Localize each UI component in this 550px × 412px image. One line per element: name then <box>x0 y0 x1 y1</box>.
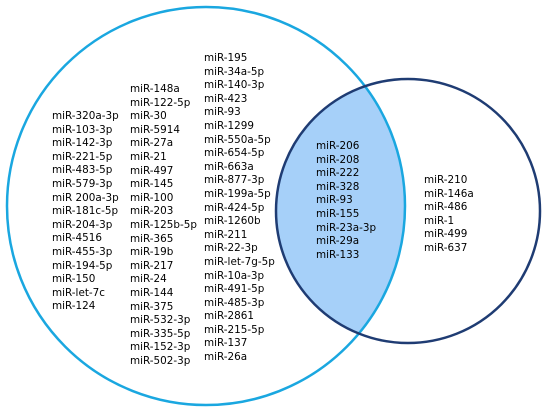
mirna-label: miR-152-3p <box>130 341 191 354</box>
mirna-label: miR-22-3p <box>204 242 258 255</box>
mirna-label: miR-148a <box>130 83 180 95</box>
mirna-label: miR-140-3p <box>204 79 265 92</box>
mirna-label: miR-222 <box>316 167 360 180</box>
mirna-label: miR-491-5p <box>204 283 265 296</box>
mirna-label: miR-150 <box>52 273 96 286</box>
mirna-label: miR-486 <box>424 201 468 214</box>
mirna-label: miR-let-7c <box>52 286 105 299</box>
mirna-label: miR-155 <box>316 207 360 220</box>
mirna-label: miR-194-5p <box>52 259 113 272</box>
mirna-label: miR-375 <box>130 300 174 313</box>
mirna-label: miR-103-3p <box>52 123 113 136</box>
mirna-label: miR-579-3p <box>52 177 113 190</box>
mirna-label: miR-5914 <box>130 123 180 136</box>
mirna-label: miR-424-5p <box>204 201 265 214</box>
mirna-label: miR-26a <box>204 351 248 364</box>
mirna-label: miR-1260b <box>204 215 261 228</box>
mirna-label: miR-497 <box>130 164 174 177</box>
mirna-label: miR-133 <box>316 248 360 261</box>
right-set-circle <box>274 77 542 345</box>
mirna-label: miR-365 <box>130 232 174 245</box>
mirna-label: miR-29a <box>316 235 360 248</box>
mirna-label: miR-145 <box>130 178 174 191</box>
mirna-label: miR-328 <box>316 180 360 193</box>
mirna-label: miR-1299 <box>204 119 254 132</box>
mirna-label: miR-146a <box>424 187 474 200</box>
mirna-label: miR-23a-3p <box>316 221 377 234</box>
mirna-label: miR-93 <box>204 106 241 119</box>
mirna-label: miR-124 <box>52 300 96 313</box>
mirna-label: miR-204-3p <box>52 218 113 231</box>
mirna-label: miR-550a-5p <box>204 133 271 146</box>
mirna-label: miR-654-5p <box>204 147 265 160</box>
mirna-label: miR-663a <box>204 160 254 173</box>
mirna-label: miR-100 <box>130 191 174 204</box>
mirna-label: miR-24 <box>130 273 167 286</box>
mirna-label: miR-485-3p <box>204 296 265 309</box>
mirna-label: miR-let-7g-5p <box>204 255 275 268</box>
mirna-label: miR-137 <box>204 337 248 350</box>
mirna-label: miR-320a-3p <box>52 110 119 122</box>
mirna-label: miR-34a-5p <box>204 65 265 78</box>
mirna-label: miR-1 <box>424 214 455 227</box>
mirna-label: miR-221-5p <box>52 150 113 163</box>
mirna-label: miR-4516 <box>52 232 102 245</box>
mirna-label: miR-637 <box>424 241 468 254</box>
mirna-label: miR-499 <box>424 228 468 241</box>
mirna-label: miR-455-3p <box>52 245 113 258</box>
mirna-label: miR-144 <box>130 286 174 299</box>
left-set-circle <box>5 5 407 407</box>
mirna-label: miR-27a <box>130 137 174 150</box>
mirna-label: miR-10a-3p <box>204 269 265 282</box>
mirna-label: miR-181c-5p <box>52 205 119 218</box>
mirna-label: miR-217 <box>130 259 174 272</box>
mirna-label: miR-210 <box>424 174 468 186</box>
mirna-label: miR-211 <box>204 228 248 241</box>
mirna-label: miR-125b-5p <box>130 218 197 231</box>
mirna-label: miR-206 <box>316 140 360 152</box>
mirna-label: miR-335-5p <box>130 327 191 340</box>
mirna-label: miR-483-5p <box>52 164 113 177</box>
mirna-label: miR-215-5p <box>204 323 265 336</box>
intersection-region <box>276 79 405 343</box>
mirna-label: miR 200a-3p <box>52 191 119 204</box>
mirna-label: miR-142-3p <box>52 137 113 150</box>
mirna-label: miR-195 <box>204 52 248 64</box>
mirna-label: miR-877-3p <box>204 174 265 187</box>
mirna-label: miR-502-3p <box>130 354 191 367</box>
mirna-label: miR-93 <box>316 194 353 207</box>
mirna-label: miR-30 <box>130 110 167 123</box>
mirna-label: miR-2861 <box>204 310 254 323</box>
mirna-label: miR-423 <box>204 92 248 105</box>
mirna-label: miR-532-3p <box>130 314 191 327</box>
mirna-label: miR-203 <box>130 205 174 218</box>
mirna-label: miR-199a-5p <box>204 187 271 200</box>
mirna-label: miR-19b <box>130 246 174 259</box>
mirna-label: miR-208 <box>316 153 360 166</box>
mirna-label: miR-21 <box>130 150 167 163</box>
mirna-label: miR-122-5p <box>130 96 191 109</box>
